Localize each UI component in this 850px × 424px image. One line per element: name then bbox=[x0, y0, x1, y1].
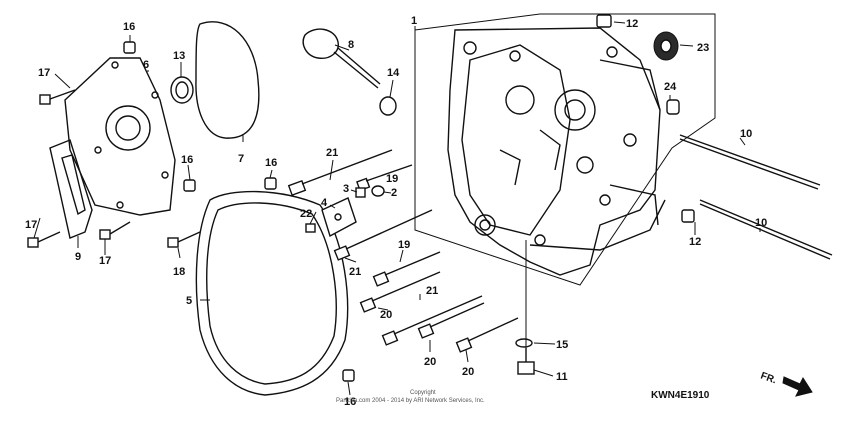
callout-24: 24 bbox=[664, 81, 677, 93]
callout-5: 5 bbox=[186, 295, 192, 307]
bracket bbox=[49, 139, 93, 239]
callout-19-b: 19 bbox=[398, 239, 410, 251]
oil-seal bbox=[170, 76, 194, 104]
callout-20-b: 20 bbox=[424, 356, 436, 368]
callout-15: 15 bbox=[556, 339, 568, 351]
callout-11: 11 bbox=[556, 371, 568, 383]
bolts bbox=[27, 89, 833, 353]
copyright-line-2: Partzilla.com 2004 - 2014 by ARI Network… bbox=[336, 398, 485, 404]
cover-gasket bbox=[195, 21, 260, 139]
callout-16-a: 16 bbox=[123, 21, 135, 33]
callout-17-a: 17 bbox=[38, 67, 50, 79]
callout-21-a: 21 bbox=[326, 147, 338, 159]
callout-9: 9 bbox=[75, 251, 81, 263]
callout-labels: 1 2 3 4 5 6 7 8 9 10 10 11 12 12 13 14 1… bbox=[25, 15, 767, 408]
callout-12-lower: 12 bbox=[689, 236, 701, 248]
callout-14: 14 bbox=[387, 67, 400, 79]
callout-19-a: 19 bbox=[386, 173, 398, 185]
callout-23: 23 bbox=[697, 42, 709, 54]
small-parts bbox=[123, 14, 695, 382]
front-direction-arrow-icon: FR. bbox=[759, 370, 813, 397]
callout-8: 8 bbox=[348, 39, 354, 51]
direction-label: FR. bbox=[759, 370, 778, 386]
callout-13: 13 bbox=[173, 50, 185, 62]
callout-3: 3 bbox=[343, 183, 349, 195]
right-cover bbox=[64, 57, 176, 216]
callout-20-c: 20 bbox=[462, 366, 474, 378]
callout-20-a: 20 bbox=[380, 309, 392, 321]
o-ring bbox=[379, 96, 397, 116]
leader-lines bbox=[33, 21, 761, 396]
callout-6: 6 bbox=[143, 59, 149, 71]
callout-2: 2 bbox=[391, 187, 397, 199]
callout-1: 1 bbox=[411, 15, 417, 27]
callout-21-c: 21 bbox=[426, 285, 438, 297]
callout-12-upper: 12 bbox=[626, 18, 638, 30]
case-gasket-inner bbox=[206, 202, 337, 385]
callout-16-b: 16 bbox=[181, 154, 193, 166]
callout-21-b: 21 bbox=[349, 266, 361, 278]
diagram-code: KWN4E1910 bbox=[651, 390, 710, 401]
crankcase bbox=[447, 27, 666, 276]
callout-17-b: 17 bbox=[25, 219, 37, 231]
copyright-line-1: Copyright bbox=[410, 390, 436, 396]
assembly-frame bbox=[414, 13, 716, 286]
callout-16-d: 16 bbox=[344, 396, 356, 408]
oil-dipstick bbox=[302, 28, 381, 89]
callout-17-c: 17 bbox=[99, 255, 111, 267]
callout-18: 18 bbox=[173, 266, 185, 278]
callout-10-lower: 10 bbox=[755, 217, 767, 229]
callout-16-c: 16 bbox=[265, 157, 277, 169]
callout-7: 7 bbox=[238, 153, 244, 165]
case-gasket bbox=[195, 190, 349, 396]
callout-4: 4 bbox=[321, 197, 328, 209]
callout-10-upper: 10 bbox=[740, 128, 752, 140]
callout-22: 22 bbox=[300, 208, 312, 220]
